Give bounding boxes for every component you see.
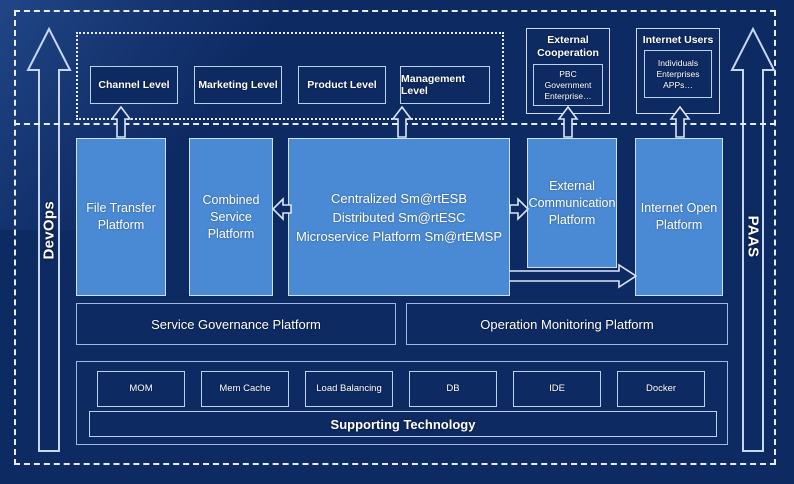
platform-line-centralized-esb: Centralized Sm@rtESB	[330, 190, 468, 206]
tech-label: MOM	[129, 383, 153, 394]
flow-arrow-left-to-combined-service	[271, 197, 292, 226]
supporting-technology-bar[interactable]: Supporting Technology	[89, 411, 717, 437]
flow-arrow-up-center-platform	[391, 105, 413, 143]
tech-box-docker[interactable]: Docker	[617, 371, 705, 407]
paas-label: PAAS	[744, 215, 762, 258]
level-label: Management Level	[401, 73, 466, 97]
flow-arrow-up-file-transfer	[110, 105, 132, 143]
level-box-channel[interactable]: Channel Level	[90, 66, 178, 104]
actor-title: Internet Users	[642, 34, 714, 46]
tech-box-mom[interactable]: MOM	[97, 371, 185, 407]
devops-arrow	[26, 26, 72, 454]
outer-dashed-boundary	[14, 10, 776, 465]
tech-box-load-balancing[interactable]: Load Balancing	[305, 371, 393, 407]
level-label: Marketing Level	[198, 79, 278, 91]
platform-label: Combined Service Platform	[202, 192, 260, 241]
tech-label: Docker	[645, 383, 677, 394]
actor-detail: Individuals Enterprises APPs…	[644, 50, 712, 98]
platform-combined-service[interactable]: Combined Service Platform	[189, 138, 273, 296]
level-box-product[interactable]: Product Level	[298, 66, 386, 104]
platform-label: File Transfer Platform	[86, 201, 156, 232]
tech-label: IDE	[549, 383, 565, 394]
tech-box-db[interactable]: DB	[409, 371, 497, 407]
platform-esb-esc-emsp[interactable]: Centralized Sm@rtESB Distributed Sm@rtES…	[288, 138, 510, 296]
governance-operation-monitoring-platform[interactable]: Operation Monitoring Platform	[406, 303, 728, 345]
tech-label: Load Balancing	[316, 383, 382, 394]
flow-arrow-up-internet-open	[669, 105, 691, 143]
supporting-technology-label: Supporting Technology	[330, 416, 476, 432]
platform-internet-open[interactable]: Internet Open Platform	[635, 138, 723, 296]
tech-label: Mem Cache	[219, 383, 271, 394]
tech-box-mem-cache[interactable]: Mem Cache	[201, 371, 289, 407]
level-box-management[interactable]: Management Level	[400, 66, 490, 104]
platform-line-microservice-emsp: Microservice Platform Sm@rtEMSP	[295, 228, 503, 244]
flow-arrow-up-external-communication	[557, 105, 579, 143]
governance-service-governance-platform[interactable]: Service Governance Platform	[76, 303, 396, 345]
layer-separator-dashed-line	[14, 123, 776, 125]
flow-arrow-right-to-external-communication	[509, 197, 530, 226]
devops-label: DevOps	[40, 201, 58, 260]
tech-box-ide[interactable]: IDE	[513, 371, 601, 407]
governance-label: Operation Monitoring Platform	[480, 316, 654, 332]
flow-arrow-long-to-internet-open	[508, 263, 638, 294]
business-levels-group	[76, 32, 504, 120]
level-label: Product Level	[307, 79, 377, 91]
actor-detail: PBC Government Enterprise…	[533, 64, 603, 106]
actor-card-internet-users[interactable]: Internet Users Individuals Enterprises A…	[636, 28, 720, 114]
platform-line-distributed-esc: Distributed Sm@rtESC	[332, 209, 466, 225]
actor-card-external-cooperation[interactable]: External Cooperation PBC Government Ente…	[526, 28, 610, 114]
tech-label: DB	[446, 383, 460, 394]
supporting-technology-panel: MOM Mem Cache Load Balancing DB IDE Dock…	[76, 361, 728, 445]
platform-label: Internet Open Platform	[640, 201, 718, 232]
platform-external-communication[interactable]: External Communication Platform	[527, 138, 617, 268]
actor-title: External Cooperation	[537, 34, 599, 59]
level-box-marketing[interactable]: Marketing Level	[194, 66, 282, 104]
platform-file-transfer[interactable]: File Transfer Platform	[76, 138, 166, 296]
governance-label: Service Governance Platform	[151, 316, 321, 332]
level-label: Channel Level	[98, 79, 170, 91]
paas-arrow	[730, 26, 776, 454]
platform-label: External Communication Platform	[528, 178, 616, 227]
